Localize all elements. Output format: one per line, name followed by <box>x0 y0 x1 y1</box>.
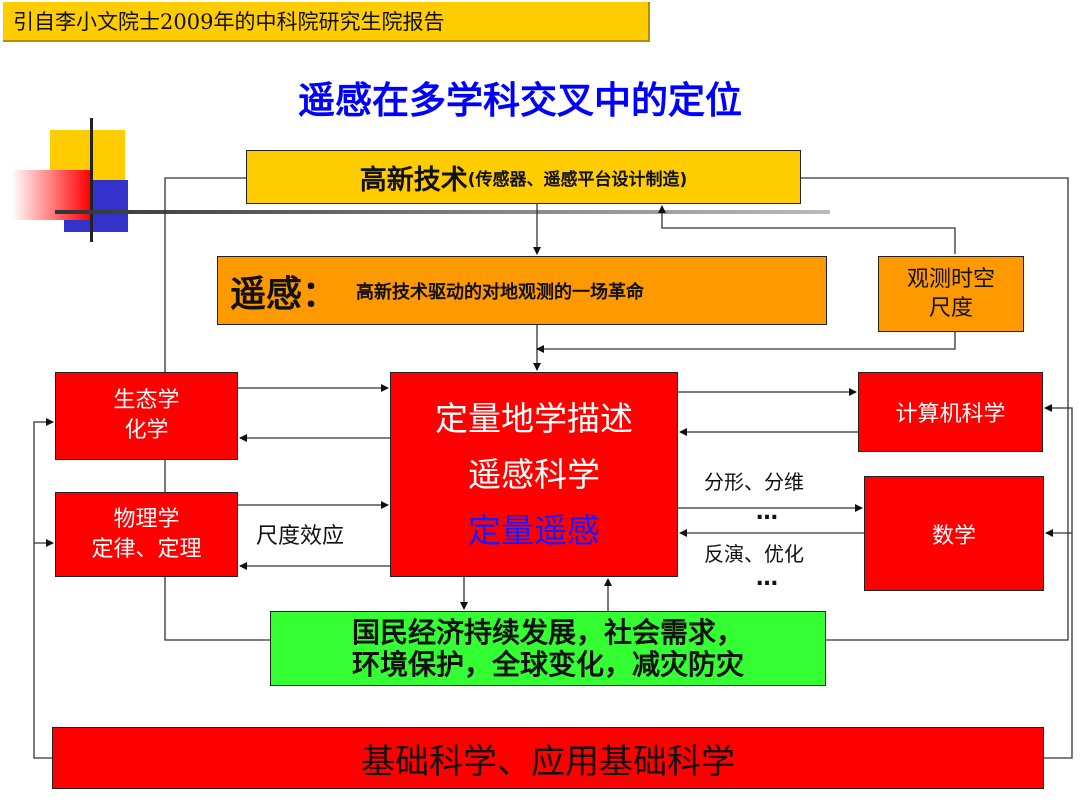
phys-line1: 物理学 <box>113 506 180 532</box>
phys-line2: 定律、定理 <box>91 536 202 562</box>
remote-sensing-box: 遥感： 高新技术驱动的对地观测的一场革命 <box>217 256 827 325</box>
computer-science-box: 计算机科学 <box>858 372 1043 452</box>
observation-scale-box: 观测时空 尺度 <box>878 256 1024 332</box>
basic-sciences-box: 基础科学、应用基础科学 <box>52 727 1044 789</box>
scale-line1: 观测时空 <box>906 267 995 292</box>
slide-title: 遥感在多学科交叉中的定位 <box>298 79 742 122</box>
cs-label: 计算机科学 <box>895 402 1006 427</box>
center-quantitative-box: 定量地学描述 遥感科学 定量遥感 <box>390 372 678 577</box>
deco-vertical-line <box>90 118 93 242</box>
hitech-main: 高新技术 <box>359 164 468 196</box>
eco-line2: 化学 <box>124 418 169 443</box>
ecology-chemistry-box: 生态学 化学 <box>55 372 238 460</box>
dots-label-1: … <box>756 500 778 525</box>
physics-box: 物理学 定律、定理 <box>55 492 238 577</box>
center-line3: 定量遥感 <box>468 510 600 550</box>
society-needs-box: 国民经济持续发展，社会需求， 环境保护，全球变化，减灾防灾 <box>270 611 826 686</box>
society-line2: 环境保护，全球变化，减灾防灾 <box>351 647 744 681</box>
math-box: 数学 <box>864 476 1044 591</box>
center-line1: 定量地学描述 <box>435 398 633 438</box>
society-line1: 国民经济持续发展，社会需求， <box>351 615 744 649</box>
fractal-label: 分形、分维 <box>704 470 804 494</box>
scale-effect-label: 尺度效应 <box>256 524 345 549</box>
math-label: 数学 <box>931 523 976 549</box>
hitech-box: 高新技术(传感器、遥感平台设计制造) <box>246 150 801 204</box>
hitech-sub: (传感器、遥感平台设计制造) <box>467 169 688 190</box>
rs-sub: 高新技术驱动的对地观测的一场革命 <box>356 281 645 303</box>
basic-label: 基础科学、应用基础科学 <box>361 741 735 782</box>
citation-text: 引自李小文院士2009年的中科院研究生院报告 <box>13 10 445 34</box>
deco-horizontal-rule <box>55 210 830 214</box>
scale-line2: 尺度 <box>928 296 973 321</box>
inverse-label: 反演、优化 <box>704 542 804 566</box>
center-line2: 遥感科学 <box>468 454 600 494</box>
dots-label-2: … <box>756 566 778 591</box>
rs-main: 遥感： <box>230 273 339 315</box>
citation-banner: 引自李小文院士2009年的中科院研究生院报告 <box>3 2 650 42</box>
eco-line1: 生态学 <box>113 388 180 413</box>
